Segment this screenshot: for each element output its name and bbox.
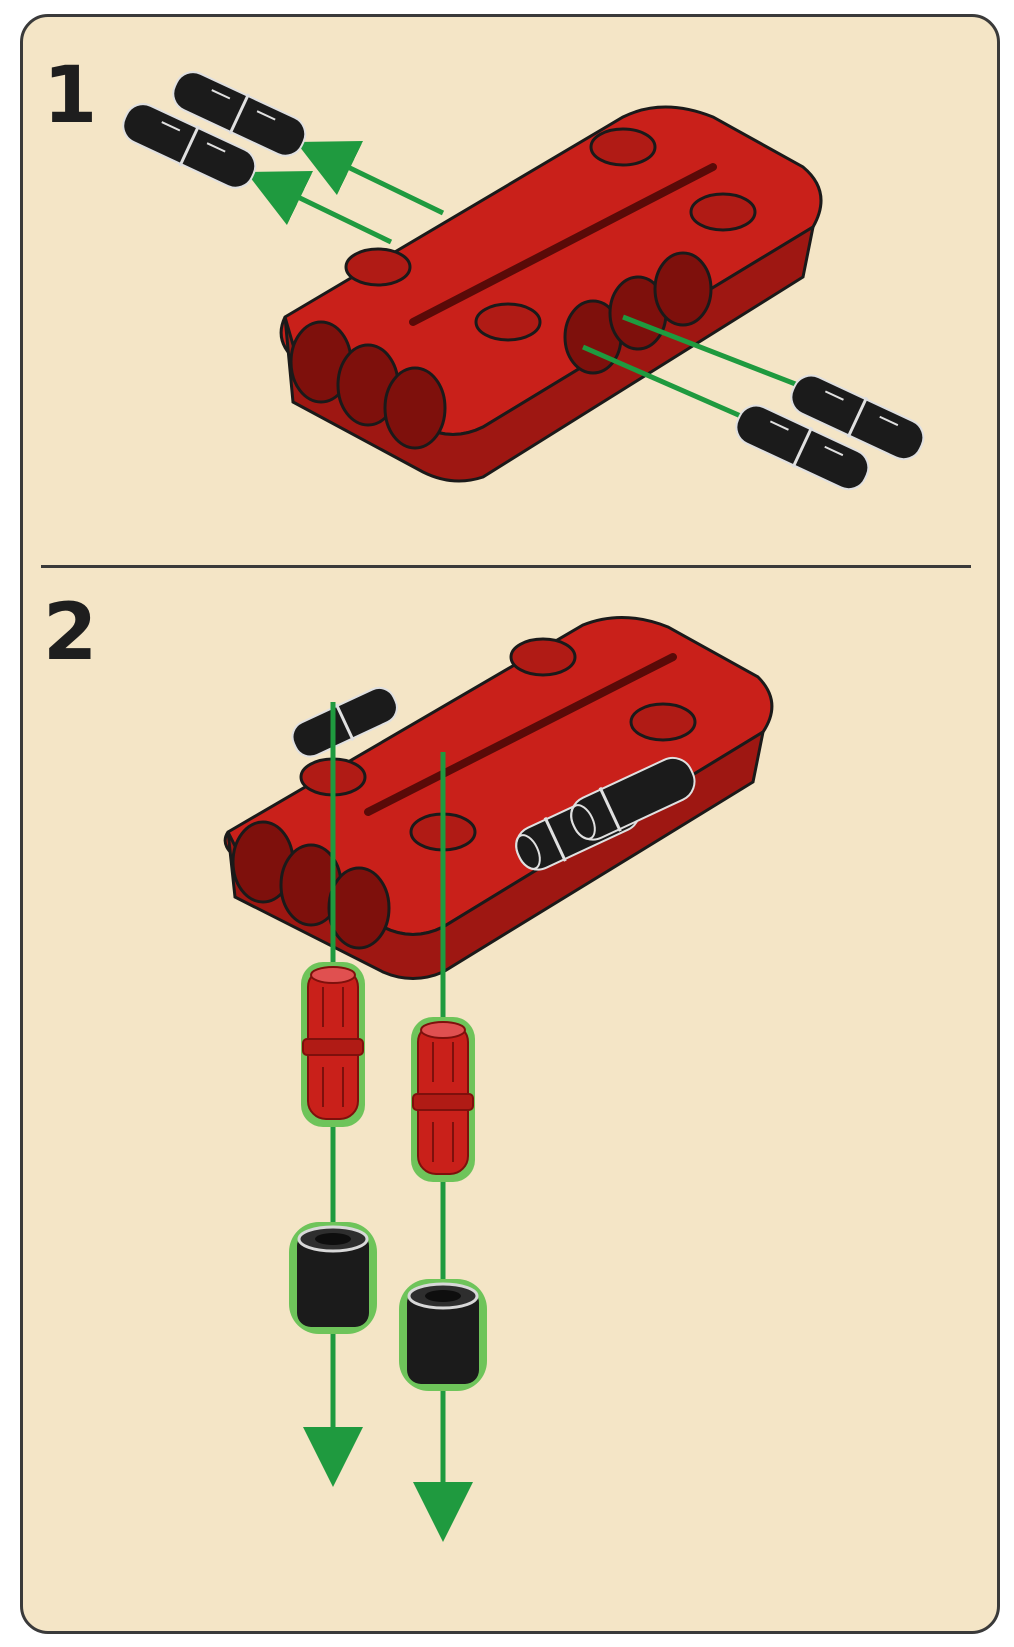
step1-black-pins-left bbox=[122, 71, 307, 189]
step2-red-block bbox=[223, 616, 774, 980]
step2-black-pins-front bbox=[515, 756, 696, 871]
step2-red-pin-right bbox=[411, 1017, 475, 1182]
step1-arrow-upper bbox=[295, 141, 445, 216]
step2-red-pin-left bbox=[301, 962, 365, 1127]
step1-line-right-upper bbox=[622, 314, 799, 388]
step2-black-bush-left bbox=[289, 1222, 377, 1334]
instruction-illustration bbox=[122, 71, 925, 1542]
instruction-panel: 1 2 bbox=[20, 14, 1000, 1634]
step2-black-pins-back bbox=[291, 686, 398, 758]
step1-line-right-lower bbox=[581, 344, 745, 420]
step1-red-block bbox=[279, 105, 823, 483]
step2-black-bush-right bbox=[399, 1279, 487, 1391]
step-number-2: 2 bbox=[43, 588, 98, 678]
step1-arrow-lower bbox=[245, 171, 393, 245]
step1-black-pins-right bbox=[735, 374, 925, 491]
step-divider bbox=[41, 565, 971, 568]
step-number-1: 1 bbox=[43, 51, 98, 141]
